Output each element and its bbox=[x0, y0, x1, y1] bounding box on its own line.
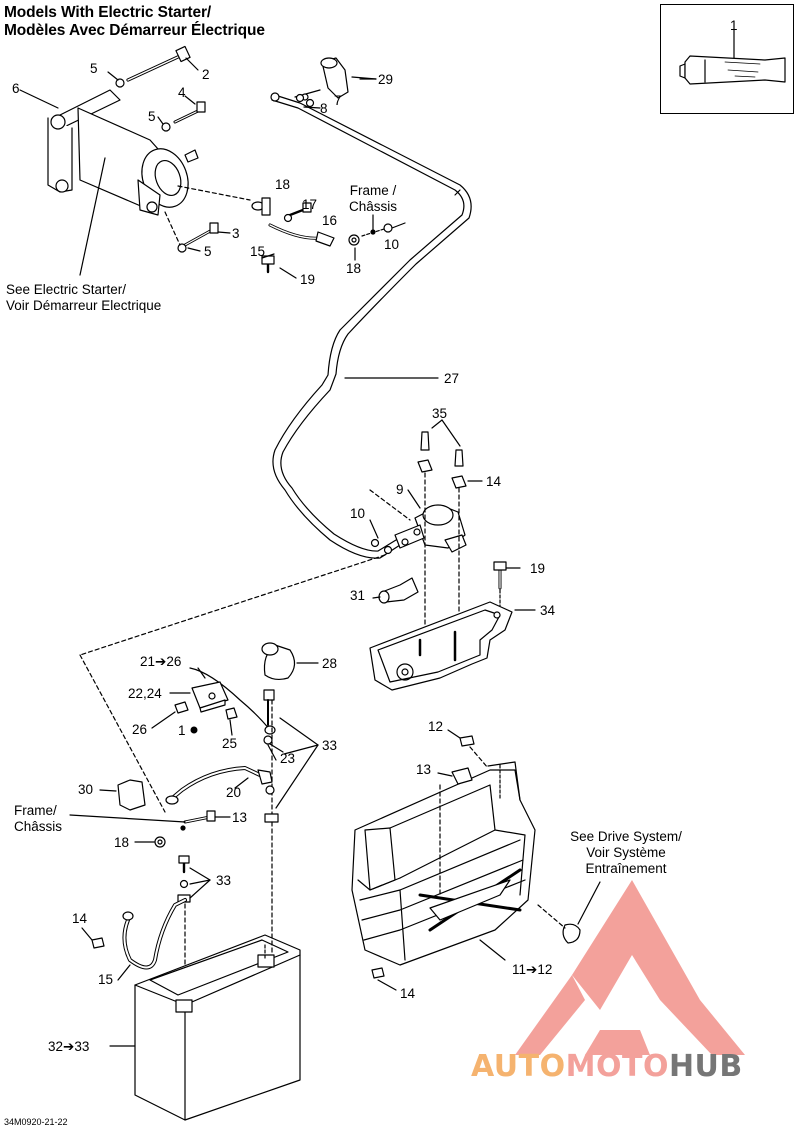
callout-c18a: 18 bbox=[275, 177, 290, 192]
callout-c14a: 14 bbox=[486, 474, 502, 489]
diagram-code: 34M0920-21-22 bbox=[4, 1117, 68, 1127]
bolt-part-13-left bbox=[69, 810, 231, 848]
callout-c31: 31 bbox=[350, 588, 365, 603]
callout-c30: 30 bbox=[78, 782, 93, 797]
callout-c15b: 15 bbox=[98, 972, 113, 987]
cable-part-20 bbox=[165, 766, 275, 805]
drop-icon bbox=[190, 726, 198, 734]
note-drive-system-line-2: Voir Système bbox=[586, 845, 666, 860]
callout-c10b: 10 bbox=[350, 506, 365, 521]
callout-c1: 1 bbox=[730, 18, 738, 33]
callout-c18c: 18 bbox=[114, 835, 129, 850]
callout-c13b: 13 bbox=[232, 810, 247, 825]
callout-c5a: 5 bbox=[90, 61, 98, 76]
callout-c9: 9 bbox=[396, 482, 404, 497]
note-electric-starter-line-1: See Electric Starter/ bbox=[6, 282, 127, 297]
cap-part-30 bbox=[99, 779, 146, 811]
watermark-part-2: MOTO bbox=[565, 1049, 669, 1084]
callout-c15a: 15 bbox=[250, 244, 265, 259]
ground-cable-part-15 bbox=[251, 197, 406, 274]
starter-bolts bbox=[107, 45, 231, 253]
starter-cable-part bbox=[270, 89, 472, 559]
note-frame-top-line-2: Châssis bbox=[348, 199, 397, 214]
note-electric-starter: See Electric Starter/ Voir Démarreur Ele… bbox=[6, 282, 161, 314]
upper-leaders bbox=[19, 78, 536, 789]
callout-c1b: 1 bbox=[178, 723, 186, 738]
note-frame-left-line-2: Châssis bbox=[14, 819, 63, 834]
callout-c12: 12 bbox=[428, 719, 443, 734]
terminal-boot-part-31 bbox=[378, 577, 419, 604]
battery-holder-part-11 bbox=[351, 729, 601, 991]
caps-part-35 bbox=[420, 419, 464, 467]
callout-c14c: 14 bbox=[400, 986, 416, 1001]
callout-c27: 27 bbox=[444, 371, 459, 386]
callout-c33a: 33 bbox=[322, 738, 337, 753]
callout-c19b: 19 bbox=[530, 561, 545, 576]
callout-c16: 16 bbox=[322, 213, 337, 228]
grease-tube-part bbox=[679, 29, 786, 85]
watermark-part-3: HUB bbox=[668, 1049, 743, 1084]
callout-c3: 3 bbox=[232, 226, 240, 241]
callout-c13a: 13 bbox=[416, 762, 431, 777]
callout-c20: 20 bbox=[226, 785, 241, 800]
callout-c23: 23 bbox=[280, 751, 295, 766]
battery-cable-part-15 bbox=[81, 855, 211, 981]
callout-c33b: 33 bbox=[216, 873, 231, 888]
battery-part-32 bbox=[109, 821, 301, 1121]
note-drive-system: See Drive System/ Voir Système Entraînem… bbox=[548, 829, 704, 877]
watermark-part-1: AUTO bbox=[471, 1049, 566, 1084]
page-title-line-2: Modèles Avec Démarreur Électrique bbox=[4, 22, 265, 39]
callout-c11: 11➔12 bbox=[512, 962, 552, 977]
note-frame-left: Frame/ Châssis bbox=[14, 803, 62, 835]
callout-c35: 35 bbox=[432, 406, 447, 421]
callout-c34: 34 bbox=[540, 603, 556, 618]
starter-motor-part bbox=[47, 89, 199, 276]
callout-c10a: 10 bbox=[384, 237, 399, 252]
watermark-logo bbox=[515, 880, 745, 1055]
callout-c6: 6 bbox=[12, 81, 20, 96]
inset-box bbox=[660, 4, 794, 114]
callout-c7: 7 bbox=[334, 93, 342, 108]
watermark-text: AUTOMOTOHUB bbox=[471, 1050, 743, 1084]
solenoid-part-9 bbox=[369, 489, 467, 555]
callout-c32: 32➔33 bbox=[48, 1039, 89, 1054]
page-title-line-1: Models With Electric Starter/ bbox=[4, 4, 212, 21]
cap-part-29 bbox=[295, 57, 377, 108]
note-electric-starter-line-2: Voir Démarreur Electrique bbox=[6, 298, 162, 313]
callout-c29: 29 bbox=[378, 72, 393, 87]
bracket-part-34 bbox=[369, 561, 521, 691]
callout-c17: 17 bbox=[302, 197, 317, 212]
callout-c4: 4 bbox=[178, 85, 186, 100]
callout-c25: 25 bbox=[222, 736, 237, 751]
note-frame-left-line-1: Frame/ bbox=[14, 803, 57, 818]
callout-c21: 21➔26 bbox=[140, 654, 181, 669]
note-drive-system-line-1: See Drive System/ bbox=[570, 829, 682, 844]
callout-labels: 1 2 3 4 5 5 5 6 7 8 29 18 17 16 15 18 10… bbox=[12, 18, 738, 1054]
leaders-33 bbox=[275, 717, 319, 809]
callout-c2: 2 bbox=[202, 67, 210, 82]
callout-c18b: 18 bbox=[346, 261, 361, 276]
note-frame-top-line-1: Frame / bbox=[349, 183, 397, 198]
note-frame-top: Frame / Châssis bbox=[340, 183, 406, 215]
wiring-harness-part-21 bbox=[174, 642, 319, 823]
callout-c5b: 5 bbox=[148, 109, 156, 124]
callout-c5c: 5 bbox=[204, 244, 212, 259]
callout-c19a: 19 bbox=[300, 272, 315, 287]
callout-c14b: 14 bbox=[72, 911, 88, 926]
callout-c8: 8 bbox=[320, 101, 328, 116]
callout-c28: 28 bbox=[322, 656, 337, 671]
callout-c22: 22,24 bbox=[128, 686, 162, 701]
note-drive-system-line-3: Entraînement bbox=[585, 861, 667, 876]
callout-c26: 26 bbox=[132, 722, 147, 737]
